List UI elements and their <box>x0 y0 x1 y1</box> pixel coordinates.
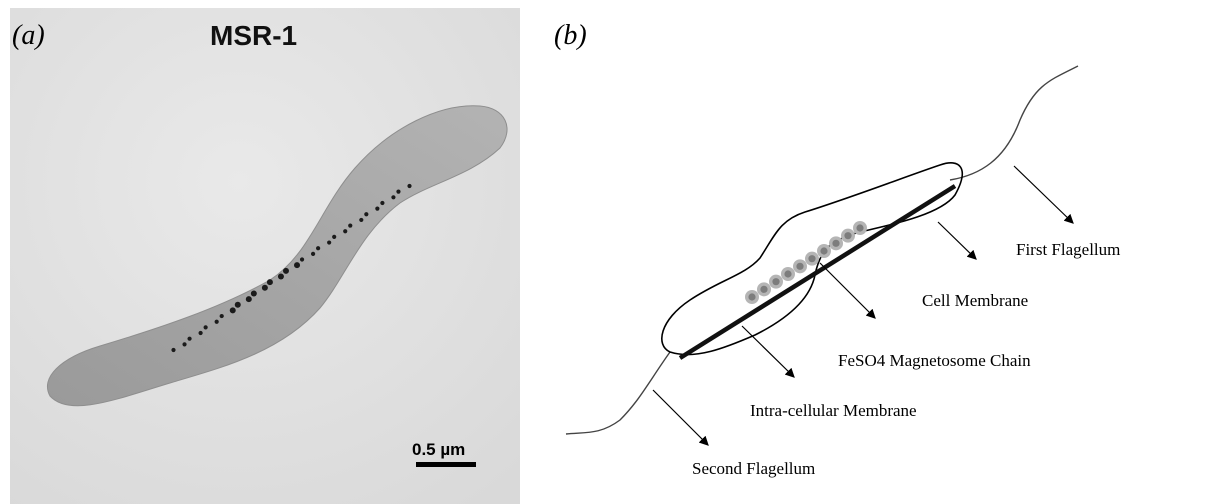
magnetosome-core <box>832 240 839 247</box>
magnetosome-particle <box>375 207 379 211</box>
magnetosome-particle <box>199 331 203 335</box>
magnetosome-particle <box>327 240 331 244</box>
magnetosome-particle <box>187 337 191 341</box>
magnetosome-particle <box>267 279 273 285</box>
magnetosome-particle <box>246 296 252 302</box>
magnetosome-particle <box>235 302 241 308</box>
magnetosome-particle <box>171 348 175 352</box>
micrograph-title: MSR-1 <box>210 20 297 52</box>
scale-bar <box>416 462 476 467</box>
magnetosome-chain-label: FeSO4 Magnetosome Chain <box>838 351 1031 370</box>
magnetosome-particle <box>182 342 186 346</box>
magnetosome-particle <box>311 252 315 256</box>
magnetosome-chain-text: FeSO4 Magnetosome Chain <box>838 351 1031 370</box>
magnetosome-particle <box>220 314 224 318</box>
first-flagellum-label: First Flagellum <box>1016 240 1120 259</box>
first-flagellum-arrow <box>1014 166 1073 223</box>
second-flagellum <box>566 352 670 434</box>
intracellular-membrane-line <box>680 186 955 358</box>
magnetosome-core <box>844 232 851 239</box>
magnetosome-particle <box>262 285 268 291</box>
magnetosome-particle <box>204 325 208 329</box>
bacterium-schematic: First Flagellum Cell Membrane FeSO4 Magn… <box>530 0 1207 504</box>
magnetosome-core <box>796 263 803 270</box>
magnetosome-core <box>748 293 755 300</box>
intracellular-membrane-arrow <box>742 326 794 377</box>
magnetosome-core <box>784 270 791 277</box>
magnetosome-particle <box>230 307 236 313</box>
magnetosome-particle <box>316 246 320 250</box>
panel-a-label: (a) <box>12 20 45 52</box>
magnetosome-particle <box>215 320 219 324</box>
magnetosome-core <box>808 255 815 262</box>
magnetosome-particle <box>332 235 336 239</box>
magnetosome-particle <box>407 184 411 188</box>
intracellular-membrane-label: Intra-cellular Membrane <box>750 401 917 420</box>
magnetosome-particle <box>278 273 284 279</box>
first-flagellum <box>950 66 1078 180</box>
magnetosome-particle <box>300 257 304 261</box>
magnetosome-particle <box>380 201 384 205</box>
magnetosome-particle <box>359 218 363 222</box>
magnetosome-particle <box>364 212 368 216</box>
magnetosome-core <box>820 247 827 254</box>
micrograph-image <box>10 8 520 504</box>
cell-membrane-arrow <box>938 222 976 259</box>
magnetosome-core <box>856 224 863 231</box>
micrograph-background <box>10 8 520 504</box>
magnetosome-core <box>772 278 779 285</box>
second-flagellum-label: Second Flagellum <box>692 459 815 478</box>
magnetosome-particle <box>343 229 347 233</box>
second-flagellum-arrow <box>653 390 708 445</box>
magnetosome-particle <box>391 195 395 199</box>
magnetosome-particle <box>396 190 400 194</box>
magnetosome-particle <box>283 268 289 274</box>
magnetosome-chain-arrow <box>820 263 875 318</box>
magnetosome-core <box>760 286 767 293</box>
magnetosome-particle <box>294 262 300 268</box>
cell-membrane-label: Cell Membrane <box>922 291 1028 310</box>
magnetosome-particle <box>251 290 257 296</box>
scale-bar-label: 0.5 µm <box>412 440 465 460</box>
magnetosome-particle <box>348 223 352 227</box>
